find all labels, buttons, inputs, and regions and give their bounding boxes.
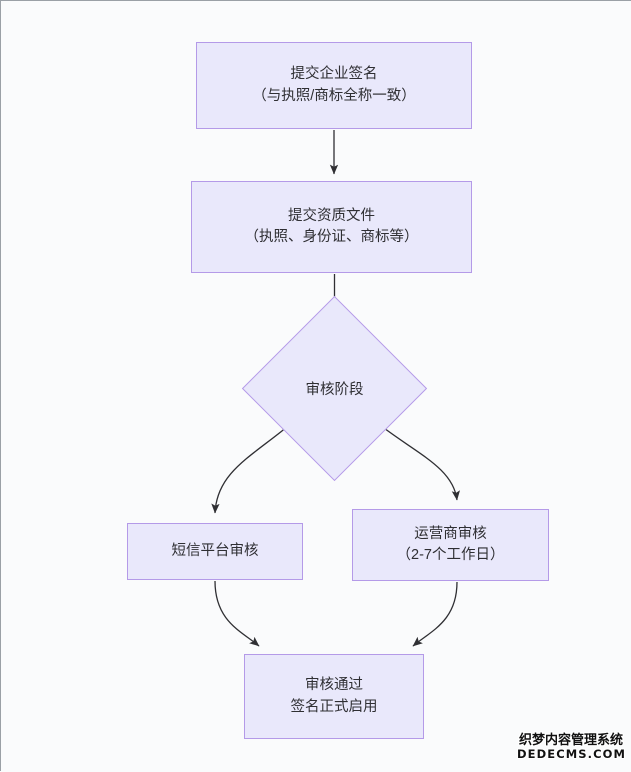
watermark-chinese: 织梦内容管理系统 — [518, 733, 623, 748]
node-submit-documents-line1: 提交资质文件 — [288, 207, 375, 224]
node-sms-review[interactable]: 短信平台审核 — [127, 523, 303, 580]
node-approved-line2: 签名正式启用 — [290, 698, 378, 715]
node-submit-documents-line2: （执照、身份证、商标等） — [244, 229, 419, 245]
edge-sms-review-to-approved — [214, 580, 260, 647]
node-review-stage-label: 审核阶段 — [305, 382, 364, 398]
node-approved[interactable]: 审核通过 签名正式启用 — [244, 654, 424, 739]
watermark: 织梦内容管理系统 DEDECMS.COM — [517, 734, 625, 761]
node-carrier-review-line2: （2-7个工作日） — [396, 547, 505, 563]
node-carrier-review[interactable]: 运营商审核 （2-7个工作日） — [352, 509, 549, 581]
node-submit-signature-line2: （与执照/商标全称一致） — [252, 87, 416, 104]
watermark-english: DEDECMS.COM — [517, 746, 627, 761]
node-carrier-review-line1: 运营商审核 — [414, 525, 487, 542]
node-review-stage[interactable]: 审核阶段 — [241, 295, 428, 482]
node-submit-signature-line1: 提交企业签名 — [290, 66, 378, 83]
node-approved-line1: 审核通过 — [305, 677, 363, 694]
node-sms-review-line1: 短信平台审核 — [171, 542, 259, 559]
edge-carrier-review-to-approved — [412, 581, 458, 647]
node-submit-signature[interactable]: 提交企业签名 （与执照/商标全称一致） — [196, 42, 472, 129]
node-submit-documents[interactable]: 提交资质文件 （执照、身份证、商标等） — [191, 181, 472, 273]
